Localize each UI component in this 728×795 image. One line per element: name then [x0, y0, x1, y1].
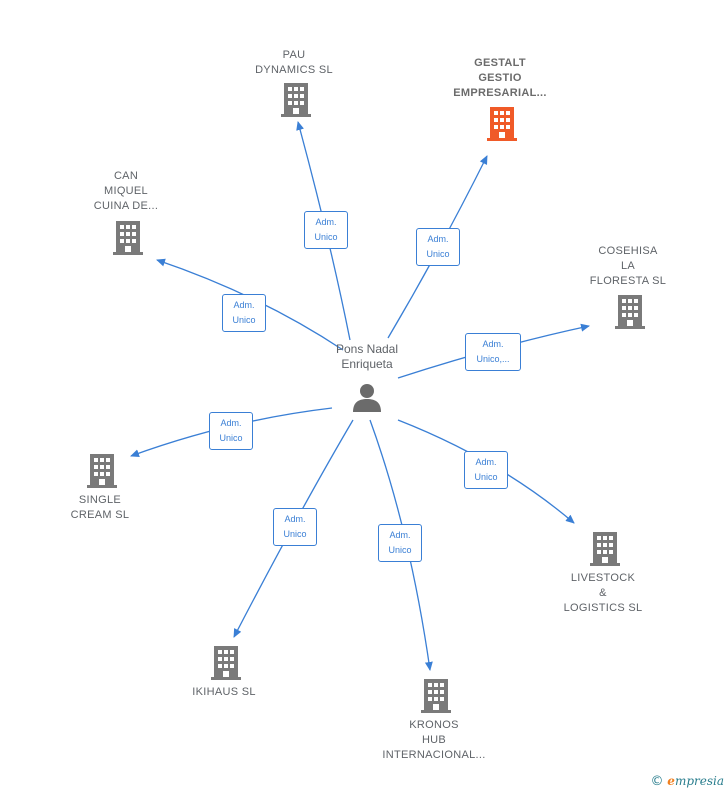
role-label-single-cream: Adm. Unico: [209, 412, 253, 450]
building-icon[interactable]: [113, 221, 143, 255]
role-label-kronos-hub: Adm. Unico: [378, 524, 422, 562]
building-icon[interactable]: [421, 679, 451, 713]
building-icon[interactable]: [487, 107, 517, 141]
building-icon[interactable]: [87, 454, 117, 488]
company-label-pau-dynamics[interactable]: PAU DYNAMICS SL: [255, 49, 333, 76]
empresia-logo: © empresia: [650, 774, 724, 789]
building-icon[interactable]: [281, 83, 311, 117]
role-label-gestalt-gestio: Adm. Unico: [416, 228, 460, 266]
company-label-can-miquel[interactable]: CAN MIQUEL CUINA DE...: [93, 170, 159, 212]
company-label-cosehisa[interactable]: COSEHISA LA FLORESTA SL: [589, 245, 667, 287]
company-label-single-cream[interactable]: SINGLE CREAM SL: [70, 494, 130, 521]
company-label-kronos-hub[interactable]: KRONOS HUB INTERNACIONAL...: [382, 719, 486, 761]
role-label-livestock-logistics: Adm. Unico: [464, 451, 508, 489]
role-label-can-miquel: Adm. Unico: [222, 294, 266, 332]
role-label-pau-dynamics: Adm. Unico: [304, 211, 348, 249]
company-label-ikihaus[interactable]: IKIHAUS SL: [192, 686, 256, 698]
building-icon[interactable]: [211, 646, 241, 680]
company-label-gestalt-gestio[interactable]: GESTALT GESTIO EMPRESARIAL...: [453, 57, 547, 99]
role-label-ikihaus: Adm. Unico: [273, 508, 317, 546]
person-icon[interactable]: [353, 384, 381, 412]
company-label-livestock-logistics[interactable]: LIVESTOCK & LOGISTICS SL: [563, 572, 643, 614]
center-person-name[interactable]: Pons Nadal Enriqueta: [335, 342, 399, 371]
role-label-cosehisa: Adm. Unico,...: [465, 333, 521, 371]
building-icon[interactable]: [590, 532, 620, 566]
building-icon[interactable]: [615, 295, 645, 329]
